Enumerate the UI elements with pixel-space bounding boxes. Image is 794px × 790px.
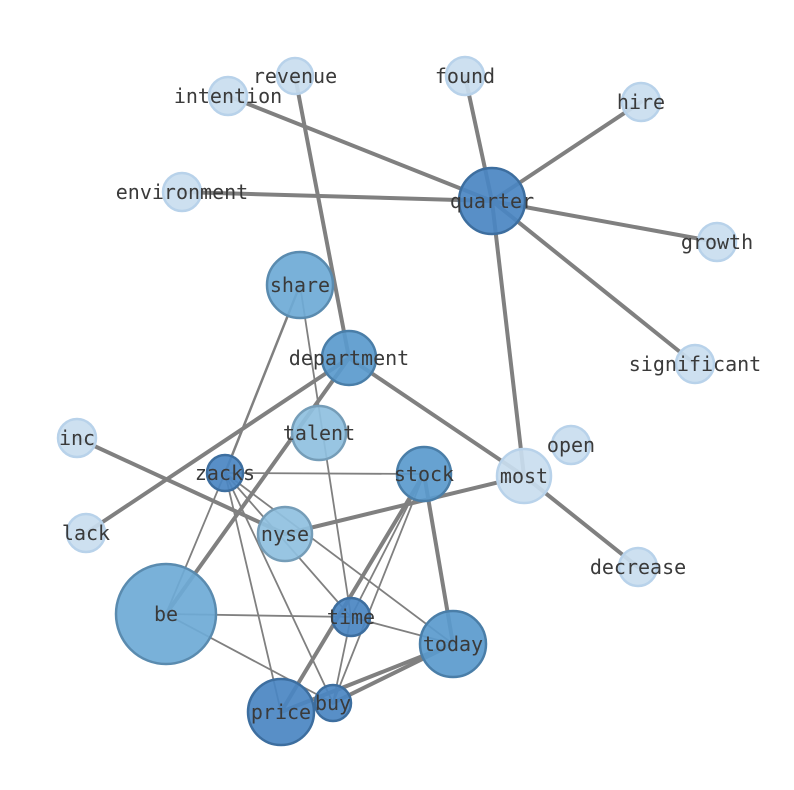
node-label-significant: significant [629,352,761,376]
node-label-open: open [547,433,595,457]
node-label-price: price [251,700,311,724]
node-buy [313,683,353,723]
edges-layer [75,74,719,714]
node-hire [620,81,662,123]
node-label-hire: hire [617,90,665,114]
node-inc [56,417,98,459]
node-time [330,596,372,638]
edge-intention-quarter [226,94,494,203]
edge-revenue-department [293,74,351,360]
edge-zacks-price [224,472,282,713]
edge-quarter-most [490,199,526,478]
edge-department-lack [84,356,351,535]
node-label-buy: buy [315,691,351,715]
node-label-talent: talent [283,421,355,445]
node-label-department: department [289,346,409,370]
node-label-nyse: nyse [261,522,309,546]
node-intention [207,75,249,117]
edge-department-most [347,356,526,478]
edge-quarter-growth [490,199,719,244]
node-revenue [275,56,315,96]
node-zacks [205,453,245,493]
node-decrease [617,546,659,588]
node-quarter [457,166,527,236]
nodes-layer [56,55,738,747]
node-label-share: share [270,273,330,297]
node-most [495,447,553,505]
node-found [444,55,486,97]
node-be [114,562,218,666]
node-label-most: most [500,464,548,488]
node-label-stock: stock [394,462,454,486]
node-label-quarter: quarter [450,189,534,213]
node-label-growth: growth [681,230,753,254]
node-today [418,609,488,679]
node-open [550,424,592,466]
node-label-decrease: decrease [590,555,686,579]
node-label-environment: environment [116,180,248,204]
edge-zacks-today [224,472,454,645]
edge-environment-quarter [180,190,494,203]
edge-zacks-stock [224,472,425,475]
node-price [246,677,316,747]
node-share [265,250,335,320]
node-label-zacks: zacks [195,461,255,485]
edge-zacks-buy [224,472,334,704]
node-label-today: today [423,632,483,656]
node-label-revenue: revenue [253,64,337,88]
edge-inc-nyse [75,436,287,536]
node-lack [65,512,107,554]
node-environment [161,171,203,213]
node-label-inc: inc [59,426,95,450]
node-nyse [256,505,314,563]
node-label-time: time [327,605,375,629]
node-label-intention: intention [174,84,282,108]
node-label-found: found [435,64,495,88]
node-talent [290,404,348,462]
node-significant [674,343,716,385]
edge-quarter-significant [490,199,697,366]
edge-stock-buy [332,473,425,704]
edge-stock-price [279,472,426,714]
node-department [320,329,378,387]
node-stock [395,445,453,503]
node-label-lack: lack [62,521,110,545]
node-label-be: be [154,602,178,626]
node-growth [696,221,738,263]
